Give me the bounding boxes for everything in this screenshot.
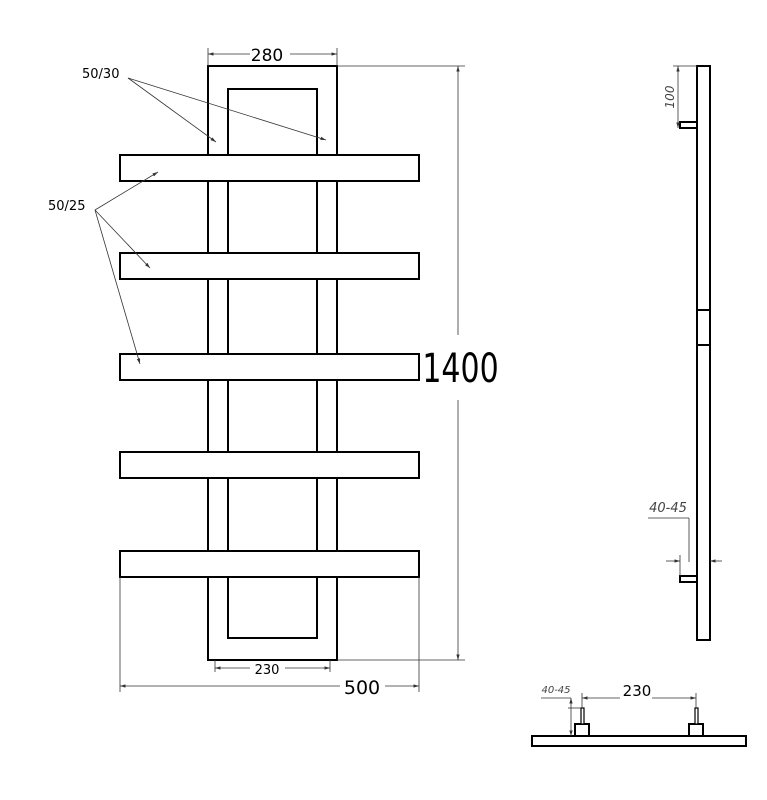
inner-rails [227,181,318,551]
dimension-40-45-side: 40-45 [648,501,722,576]
dim-wall-distance-bottom: 40-45 [541,685,570,696]
dim-pipe-spacing-front: 230 [255,663,280,678]
dimension-230-bottom: 230 [581,682,697,708]
dim-width-total: 500 [344,677,380,699]
side-profile [696,65,711,641]
leader-50-25: 50/25 [48,171,159,365]
dim-bracket-offset: 100 [663,85,677,108]
label-frame-profile: 50/30 [82,67,119,82]
leader-50-30: 50/30 [82,67,327,143]
front-view: 280 1400 500 230 50/30 [48,46,499,699]
inner-top-opening [227,88,318,155]
dimension-40-45-bottom: 40-45 [541,685,581,736]
bottom-profile [531,735,747,747]
cross-bar-4 [119,451,420,479]
cross-bar-5 [119,550,420,578]
cross-bar-3 [119,353,420,381]
bottom-view: 230 40-45 [531,682,747,747]
label-bar-profile: 50/25 [48,199,85,214]
side-view: 100 40-45 [648,65,722,641]
dimension-1400: 1400 [337,65,499,661]
top-bracket [679,121,698,129]
right-connector [688,723,704,737]
dimension-230-front: 230 [214,660,331,678]
dim-width-top: 280 [251,46,283,66]
dim-wall-distance-side: 40-45 [649,501,687,516]
inner-bottom-opening [227,577,318,639]
left-pipe [580,707,585,725]
cross-bar-1 [119,154,420,182]
right-pipe [694,707,699,725]
dimension-100: 100 [663,65,697,128]
cross-bar-2 [119,252,420,280]
left-connector [574,723,590,737]
dim-height-total: 1400 [422,346,498,392]
dimension-500: 500 [119,577,420,699]
dim-pipe-spacing-bottom: 230 [623,682,652,700]
dimension-280: 280 [207,46,338,66]
bottom-bracket [679,575,698,583]
